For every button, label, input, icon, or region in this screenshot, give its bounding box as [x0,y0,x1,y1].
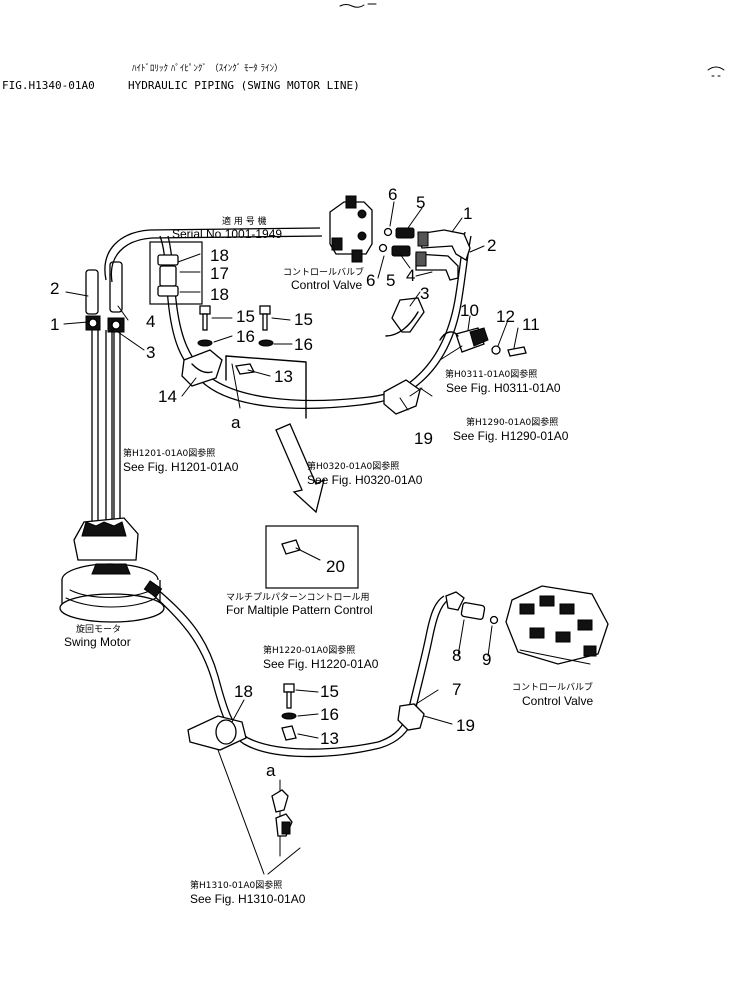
serial-en: Serial No.1001-1949 [172,227,282,241]
leader-20 [295,547,321,561]
clamp-19-lower [397,703,425,731]
ref-h0320-en: See Fig. H0320-01A0 [307,473,423,487]
hose-end-fitting-right [415,229,471,281]
bolt-washer-lower [281,683,297,741]
callout-15: 15 [294,310,313,329]
callout-2: 2 [487,236,496,255]
callout-16: 16 [236,327,255,346]
callout-6: 6 [366,271,375,290]
control-valve-upper [329,195,373,263]
callout-10: 10 [460,301,479,320]
callout-a: a [231,413,241,432]
bracket-arm [385,311,419,337]
serial-jp: 適 用 号 機 [222,215,267,227]
ref-h1220-jp: 第H1220-01A0図参照 [263,644,355,656]
clamp-14 [181,349,223,387]
leader-lines-upper [63,201,519,411]
ref-h1201-jp: 第H1201-01A0図参照 [123,447,215,459]
callout-19: 19 [456,716,475,735]
clamp-18-ring [215,719,237,745]
callout-6: 6 [388,185,397,204]
callout-3: 3 [420,284,429,303]
block-assembly-17-18 [149,241,203,305]
bracket [391,297,425,333]
ref-h0311-en: See Fig. H0311-01A0 [446,381,561,395]
callout-13: 13 [274,367,293,386]
pipe-vertical-right [113,330,121,522]
callout-18: 18 [210,285,229,304]
hose-upper-loop-a [104,227,321,522]
callout-3: 3 [146,343,155,362]
bolt-washer-upper-left [197,305,213,347]
clamp-14-detail [191,363,213,374]
hose-lower-b [155,587,445,750]
callout-2: 2 [50,279,59,298]
callout-9: 9 [482,650,491,669]
swing-motor [59,517,165,623]
callout-12: 12 [496,307,515,326]
ref-h1290-jp: 第H1290-01A0図参照 [466,416,558,428]
ref-h1310-jp: 第H1310-01A0図参照 [190,879,282,891]
figure-code: FIG.H1340-01A0 [2,79,95,92]
fitting-motor-lower [143,580,163,598]
callout-18: 18 [210,246,229,265]
control-valve-lower [505,585,609,665]
bracket-a-lower [271,779,293,857]
scan-mark [339,3,377,8]
scan-mark [707,66,725,77]
callout-18: 18 [234,682,253,701]
box-multi-pattern [265,525,359,589]
callout-7: 7 [452,680,461,699]
fitting-8-9 [445,591,499,625]
callout-13: 13 [320,729,339,748]
ref-h1201-en: See Fig. H1201-01A0 [123,460,239,474]
callout-1: 1 [50,315,59,334]
swing-motor-en: Swing Motor [64,635,131,649]
clamp-plate-upper [225,355,307,419]
callout-5: 5 [416,193,425,212]
callout-a: a [266,761,276,780]
leader-lines-lower [217,619,493,875]
title-japanese: ﾊｲﾄﾞﾛﾘｯｸ ﾊﾟｲﾋﾟﾝｸﾞ （ｽｲﾝｸﾞ ﾓｰﾀ ﾗｲﾝ） [132,63,283,74]
fitting-5-6-upper [378,227,415,257]
multi-pattern-en: For Maltiple Pattern Control [226,603,373,617]
callout-4: 4 [406,266,415,285]
callout-4: 4 [146,312,155,331]
callout-19: 19 [414,429,433,448]
pipe-vertical-left [91,330,99,522]
callout-20: 20 [326,557,345,576]
ref-h1310-en: See Fig. H1310-01A0 [190,892,306,906]
ref-h1290-en: See Fig. H1290-01A0 [453,429,569,443]
callout-17: 17 [210,264,229,283]
figure-title: HYDRAULIC PIPING (SWING MOTOR LINE) [128,79,360,92]
clamp-19-upper [383,379,421,415]
multi-pattern-jp: マルチプルパターンコントロール用 [226,592,370,603]
hose-lower-a [149,591,449,758]
callout-5: 5 [386,271,395,290]
control-valve-jp: コントロールバルブ [283,266,364,278]
callout-15: 15 [320,682,339,701]
callout-16: 16 [294,335,313,354]
callout-14: 14 [158,387,177,406]
callout-1: 1 [463,204,472,223]
part-20-bracket [281,539,301,555]
hose-upper-loop-b [110,235,323,522]
control-valve-lower-jp: コントロールバルブ [512,681,593,693]
ref-h0311-jp: 第H0311-01A0図参照 [445,368,537,380]
swing-motor-jp: 旋回モータ [76,623,121,635]
callout-8: 8 [452,646,461,665]
control-valve-lower-en: Control Valve [522,694,593,708]
callout-15: 15 [236,307,255,326]
callout-16: 16 [320,705,339,724]
bolt-washer-upper-right [258,305,274,347]
solenoid-valve [439,327,527,357]
callout-11: 11 [522,315,540,334]
ref-h1220-en: See Fig. H1220-01A0 [263,657,379,671]
hose-fitting-left [85,261,125,333]
arrow-down [275,423,325,514]
control-valve-en: Control Valve [291,278,362,292]
ref-h0320-jp: 第H0320-01A0図参照 [307,460,399,472]
